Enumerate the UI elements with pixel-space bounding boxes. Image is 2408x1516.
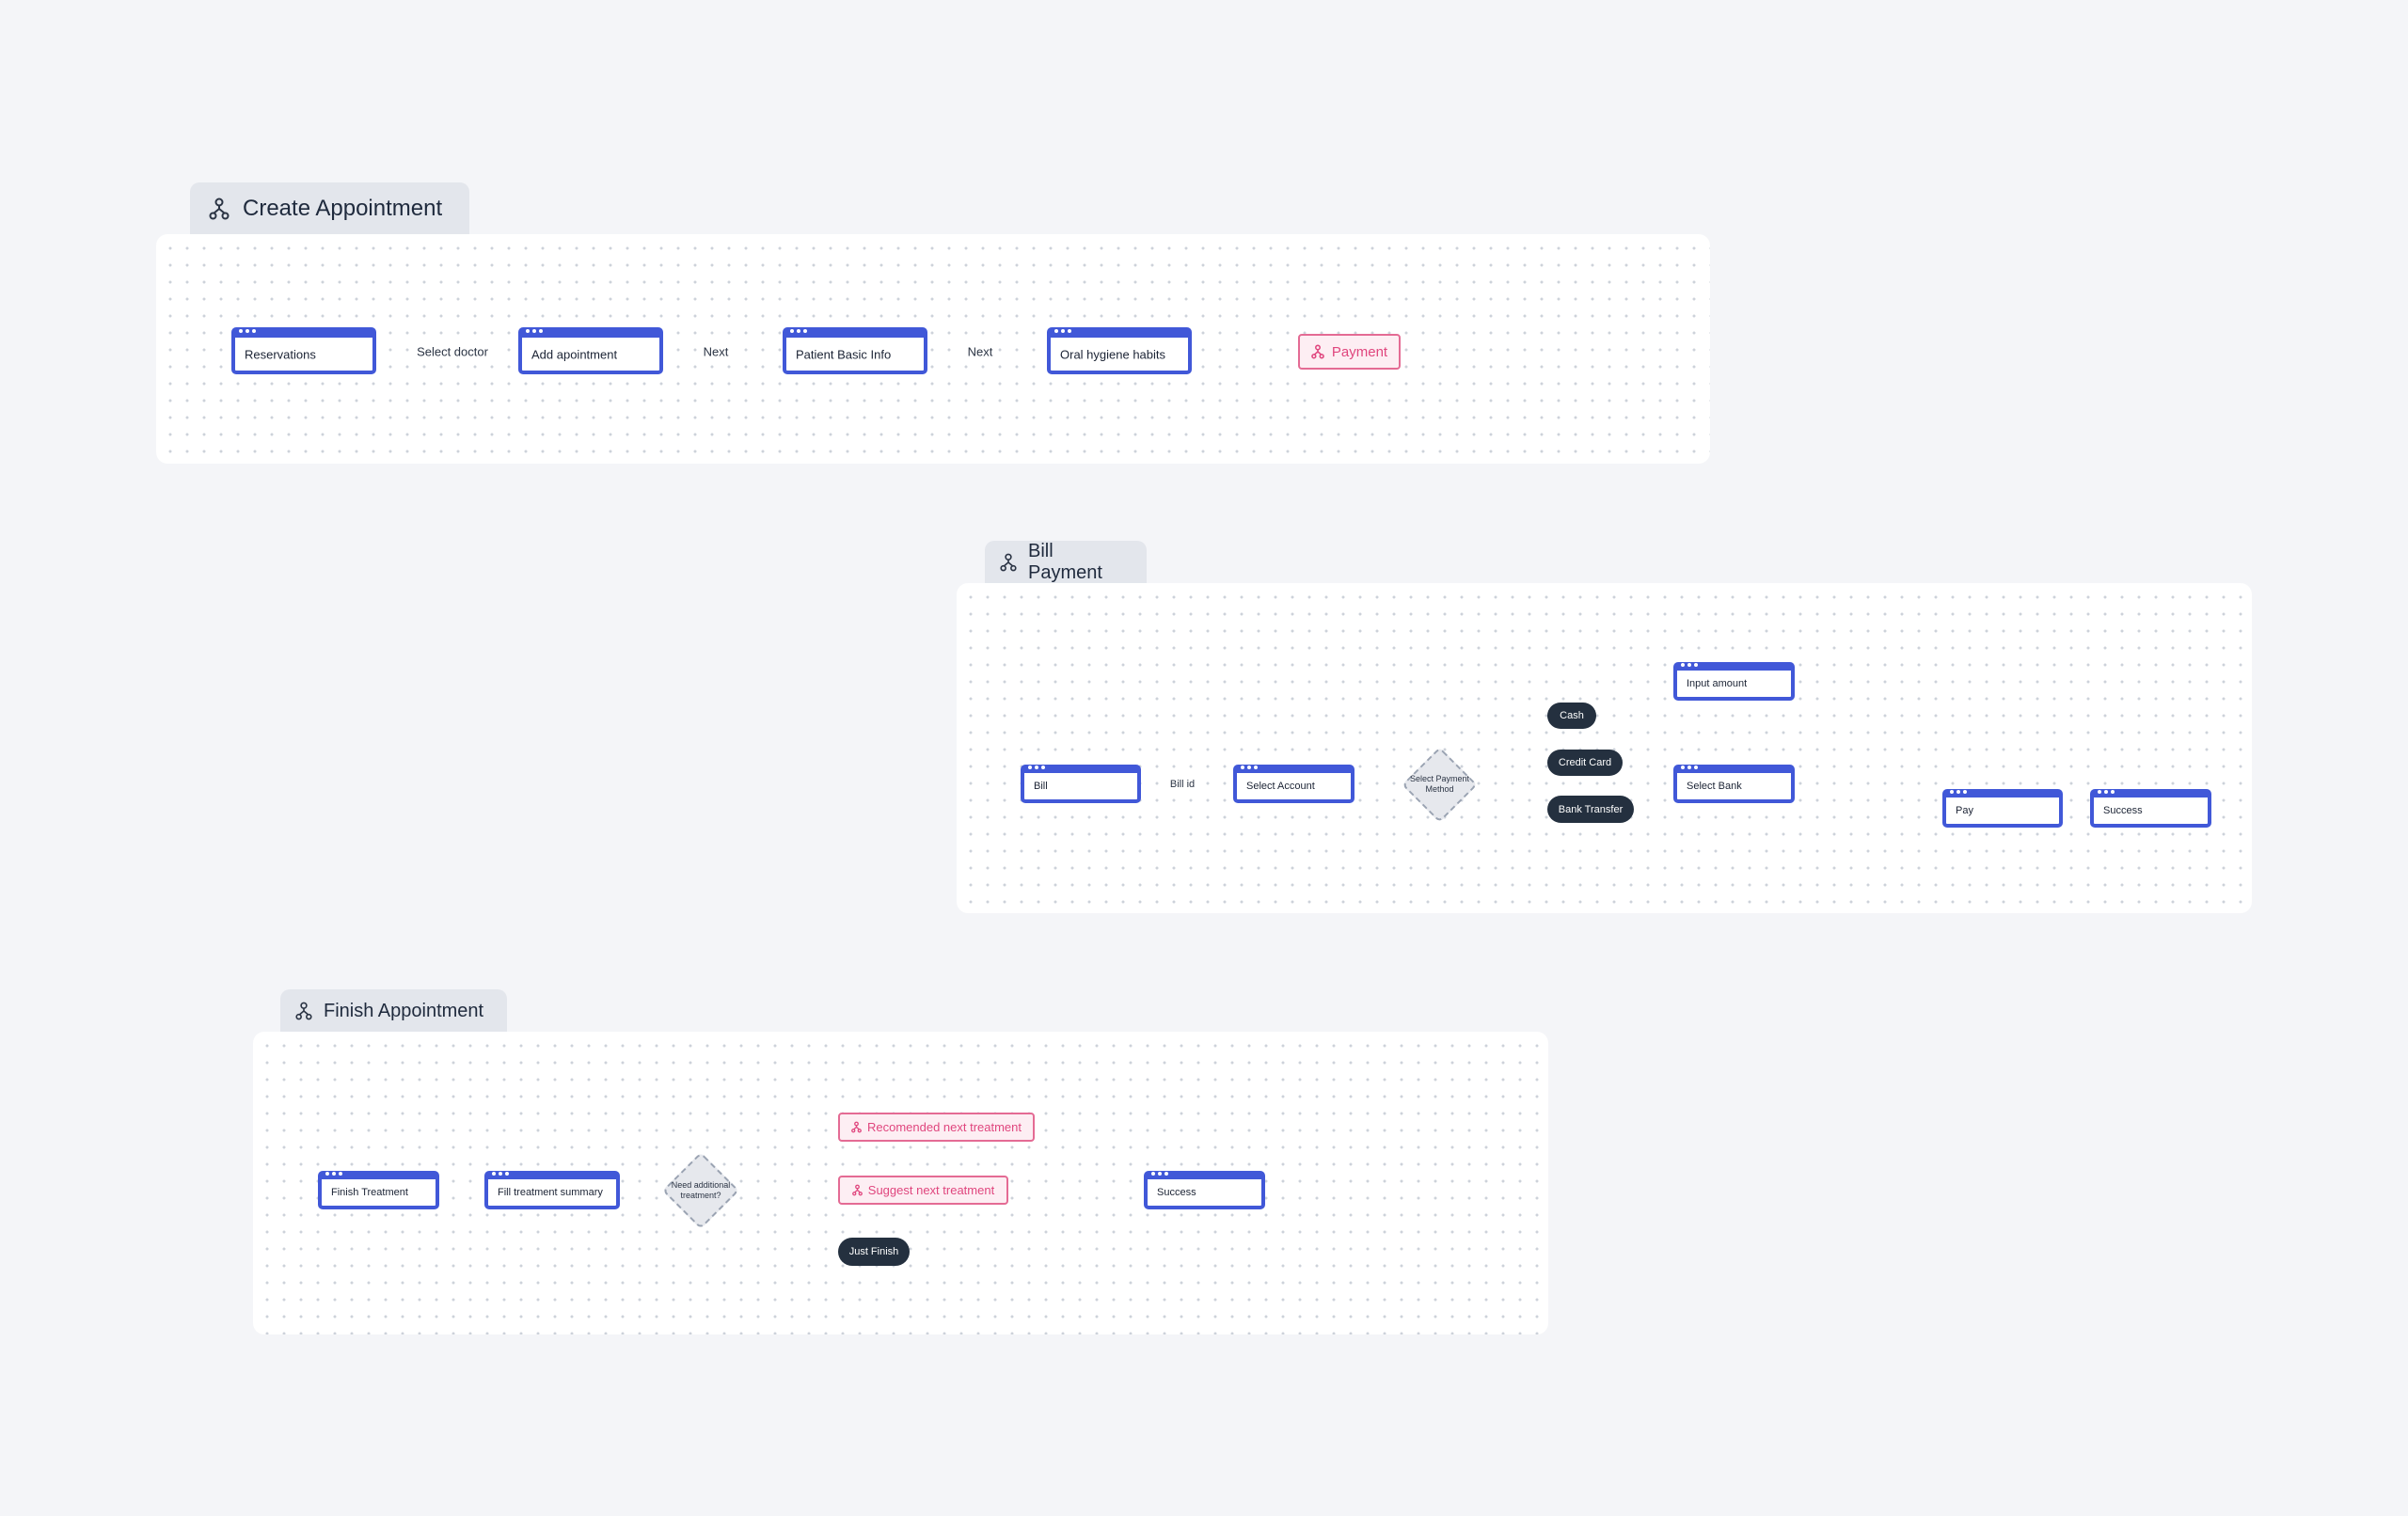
create-appointment-canvas bbox=[156, 234, 1710, 464]
flow-icon bbox=[295, 1002, 312, 1020]
payment-subflow[interactable]: Payment bbox=[1298, 334, 1401, 370]
finish-treatment-node[interactable]: Finish Treatment bbox=[318, 1171, 439, 1209]
finish-appointment-title: Finish Appointment bbox=[324, 1000, 484, 1021]
edge-label-next: Next bbox=[697, 344, 735, 359]
select-account-node[interactable]: Select Account bbox=[1233, 765, 1354, 803]
node-label: Finish Treatment bbox=[331, 1187, 408, 1198]
decision-label: Need additional treatment? bbox=[671, 1179, 731, 1200]
node-label: Success bbox=[2103, 805, 2143, 816]
credit-card-option[interactable]: Credit Card bbox=[1547, 750, 1623, 776]
finish-appointment-tab[interactable]: Finish Appointment bbox=[280, 989, 507, 1033]
bank-transfer-option[interactable]: Bank Transfer bbox=[1547, 796, 1634, 823]
bill-payment-title: Bill Payment bbox=[1028, 541, 1102, 583]
node-label: Fill treatment summary bbox=[498, 1187, 603, 1198]
create-appointment-tab[interactable]: Create Appointment bbox=[190, 182, 469, 235]
bill-payment-canvas bbox=[957, 583, 2252, 913]
edge-label-next: Next bbox=[961, 344, 999, 359]
node-label: Add apointment bbox=[531, 347, 618, 361]
input-amount-node[interactable]: Input amount bbox=[1673, 662, 1795, 701]
node-label: Oral hygiene habits bbox=[1060, 347, 1166, 361]
node-label: Input amount bbox=[1687, 678, 1748, 689]
flow-icon bbox=[851, 1184, 863, 1196]
select-bank-node[interactable]: Select Bank bbox=[1673, 765, 1795, 803]
bill-payment-tab[interactable]: Bill Payment bbox=[985, 541, 1147, 584]
node-label: Bill bbox=[1034, 781, 1048, 792]
edge-label-bill-id: Bill id bbox=[1164, 779, 1201, 790]
subflow-label: Payment bbox=[1331, 343, 1388, 360]
suggest-next-treatment-subflow[interactable]: Suggest next treatment bbox=[838, 1176, 1008, 1205]
flow-icon bbox=[1000, 553, 1017, 572]
node-label: Reservations bbox=[245, 347, 316, 361]
fill-treatment-summary-node[interactable]: Fill treatment summary bbox=[484, 1171, 620, 1209]
oral-hygiene-habits-node[interactable]: Oral hygiene habits bbox=[1047, 327, 1192, 374]
reservations-node[interactable]: Reservations bbox=[231, 327, 376, 374]
decision-label: Select Payment Method bbox=[1409, 773, 1470, 794]
subflow-label: Recomended next treatment bbox=[866, 1120, 1022, 1134]
success-node[interactable]: Success bbox=[2090, 789, 2211, 828]
edge-label-select-doctor: Select doctor bbox=[411, 344, 494, 359]
flow-icon bbox=[209, 197, 230, 220]
create-appointment-title: Create Appointment bbox=[243, 196, 443, 221]
pay-node[interactable]: Pay bbox=[1942, 789, 2063, 828]
flow-icon bbox=[1311, 344, 1324, 359]
finish-appointment-canvas bbox=[253, 1032, 1548, 1334]
node-label: Success bbox=[1157, 1187, 1196, 1198]
cash-option[interactable]: Cash bbox=[1547, 703, 1596, 729]
patient-basic-info-node[interactable]: Patient Basic Info bbox=[783, 327, 927, 374]
node-label: Select Bank bbox=[1687, 781, 1742, 792]
node-label: Select Account bbox=[1246, 781, 1315, 792]
flow-icon bbox=[851, 1121, 862, 1133]
recommended-next-treatment-subflow[interactable]: Recomended next treatment bbox=[838, 1113, 1035, 1142]
add-apointment-node[interactable]: Add apointment bbox=[518, 327, 663, 374]
node-label: Pay bbox=[1956, 805, 1973, 816]
node-label: Patient Basic Info bbox=[796, 347, 892, 361]
just-finish-option[interactable]: Just Finish bbox=[838, 1238, 910, 1266]
success-node[interactable]: Success bbox=[1144, 1171, 1265, 1209]
bill-node[interactable]: Bill bbox=[1021, 765, 1141, 803]
subflow-label: Suggest next treatment bbox=[867, 1183, 995, 1197]
